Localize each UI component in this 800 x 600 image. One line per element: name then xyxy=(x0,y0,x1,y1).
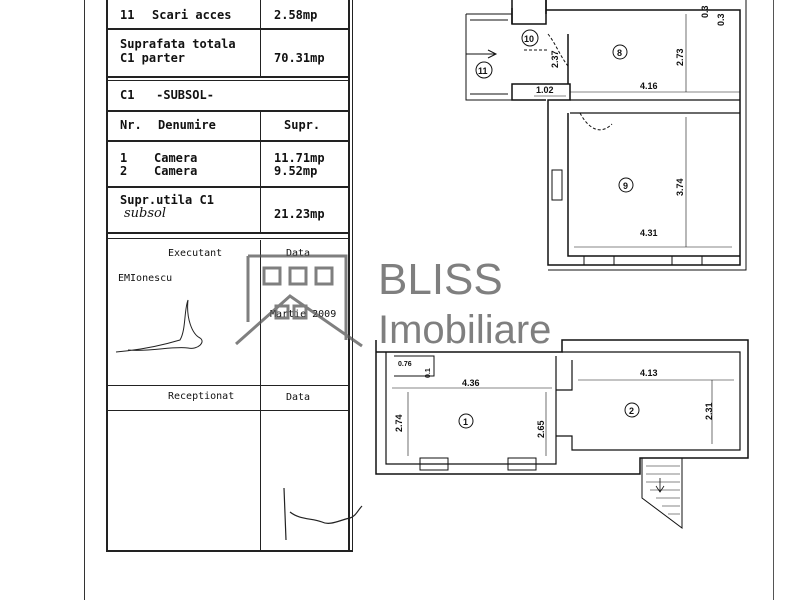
total-value: 70.31mp xyxy=(274,51,325,65)
row-label: Scari acces xyxy=(152,8,232,22)
executant-label: Executant xyxy=(168,248,223,259)
plan-parter xyxy=(465,0,747,271)
room-11-marker xyxy=(475,61,493,79)
room-11-label: 11 xyxy=(478,66,488,76)
plan-parter-labels: 8 9 10 11 0.3 0.3 2.37 2.73 1.02 4.16 3.… xyxy=(475,5,726,238)
dim-label: 4.13 xyxy=(640,368,658,378)
dim-label: 0.3 xyxy=(716,13,726,26)
dim-label: 1.02 xyxy=(536,85,554,95)
table-bottom-border xyxy=(106,550,352,552)
dim-label: 0.1 xyxy=(425,368,432,378)
dim-label: 4.31 xyxy=(640,228,658,238)
subsol-row-nr: 2 xyxy=(120,164,128,178)
table-row-line xyxy=(106,385,350,386)
plan-subsol-labels: 1 2 0.76 0.1 4.36 2.74 2.65 4.13 2.31 xyxy=(394,361,714,438)
watermark-logo-house xyxy=(235,254,363,348)
receptionat-label: Receptionat xyxy=(168,391,235,402)
table-row-line-double xyxy=(106,80,350,81)
supr-utila-value: 21.23mp xyxy=(274,207,325,221)
table-row-line xyxy=(106,232,350,234)
table-row-line xyxy=(106,110,350,112)
col-header-nr: Nr. xyxy=(120,118,142,132)
room-1-label: 1 xyxy=(463,417,468,427)
plan-subsol xyxy=(375,339,749,529)
dim-label: 2.73 xyxy=(675,48,685,66)
subsol-header: C1 -SUBSOL- xyxy=(120,88,214,102)
subsol-row-name: Camera xyxy=(154,164,198,178)
subsol-row-value: 11.71mp xyxy=(274,151,325,165)
total-label-line2: C1 parter xyxy=(120,51,186,65)
page-border-right xyxy=(773,0,774,600)
row-nr: 11 xyxy=(120,8,135,22)
table-right-border-double xyxy=(352,0,353,552)
dim-label: 4.16 xyxy=(640,81,658,91)
supr-utila-handwritten: subsol xyxy=(124,206,167,221)
bliss-watermark: BLISS Imobiliare xyxy=(235,254,551,352)
signature-executant xyxy=(115,299,203,353)
page-border-left xyxy=(84,0,85,600)
table-row-line xyxy=(106,140,350,142)
watermark-brand-line2: Imobiliare xyxy=(378,308,551,352)
dim-label: 2.74 xyxy=(394,414,404,432)
subsol-row-name: Camera xyxy=(154,151,198,165)
dim-label: 2.31 xyxy=(704,402,714,420)
col-header-area: Supr. xyxy=(284,118,321,132)
table-row-line-double xyxy=(106,238,350,239)
table-row-line xyxy=(106,76,350,78)
room-1-marker xyxy=(458,413,474,429)
executant-date-label: Data xyxy=(286,248,311,259)
table-row-line xyxy=(106,186,350,188)
room-9-label: 9 xyxy=(623,181,628,191)
dim-label: 3.74 xyxy=(675,178,685,196)
dim-label: 2.37 xyxy=(550,50,560,68)
subsol-row-nr: 1 xyxy=(120,151,128,165)
total-label-line1: Suprafata totala xyxy=(120,37,236,51)
room-8-label: 8 xyxy=(617,48,622,58)
supr-utila-label: Supr.utila C1 xyxy=(120,193,214,207)
room-2-marker xyxy=(624,402,640,418)
table-col-divider-subsol xyxy=(260,112,261,232)
dim-label: 0.76 xyxy=(398,361,412,368)
subsol-row-value: 9.52mp xyxy=(274,164,318,178)
table-left-border xyxy=(106,0,108,552)
row-value: 2.58mp xyxy=(274,8,318,22)
table-right-border xyxy=(348,0,350,552)
table-col-divider-signature xyxy=(260,240,261,552)
room-8-marker xyxy=(612,44,628,60)
dim-label: 4.36 xyxy=(462,378,480,388)
dim-label: 2.65 xyxy=(536,420,546,438)
room-10-label: 10 xyxy=(524,34,534,44)
receptionat-date-label: Data xyxy=(286,392,311,403)
room-10-marker xyxy=(521,29,539,47)
watermark-brand-line1: BLISS xyxy=(378,255,503,304)
table-row-line xyxy=(106,410,350,411)
executant-name: EMIonescu xyxy=(118,273,173,284)
room-9-marker xyxy=(618,177,634,193)
dim-label: 0.3 xyxy=(700,5,710,18)
table-row-line xyxy=(106,28,350,30)
col-header-name: Denumire xyxy=(158,118,216,132)
room-2-label: 2 xyxy=(629,406,634,416)
table-col-divider-top xyxy=(260,0,261,76)
signature-receptionat xyxy=(283,487,363,541)
